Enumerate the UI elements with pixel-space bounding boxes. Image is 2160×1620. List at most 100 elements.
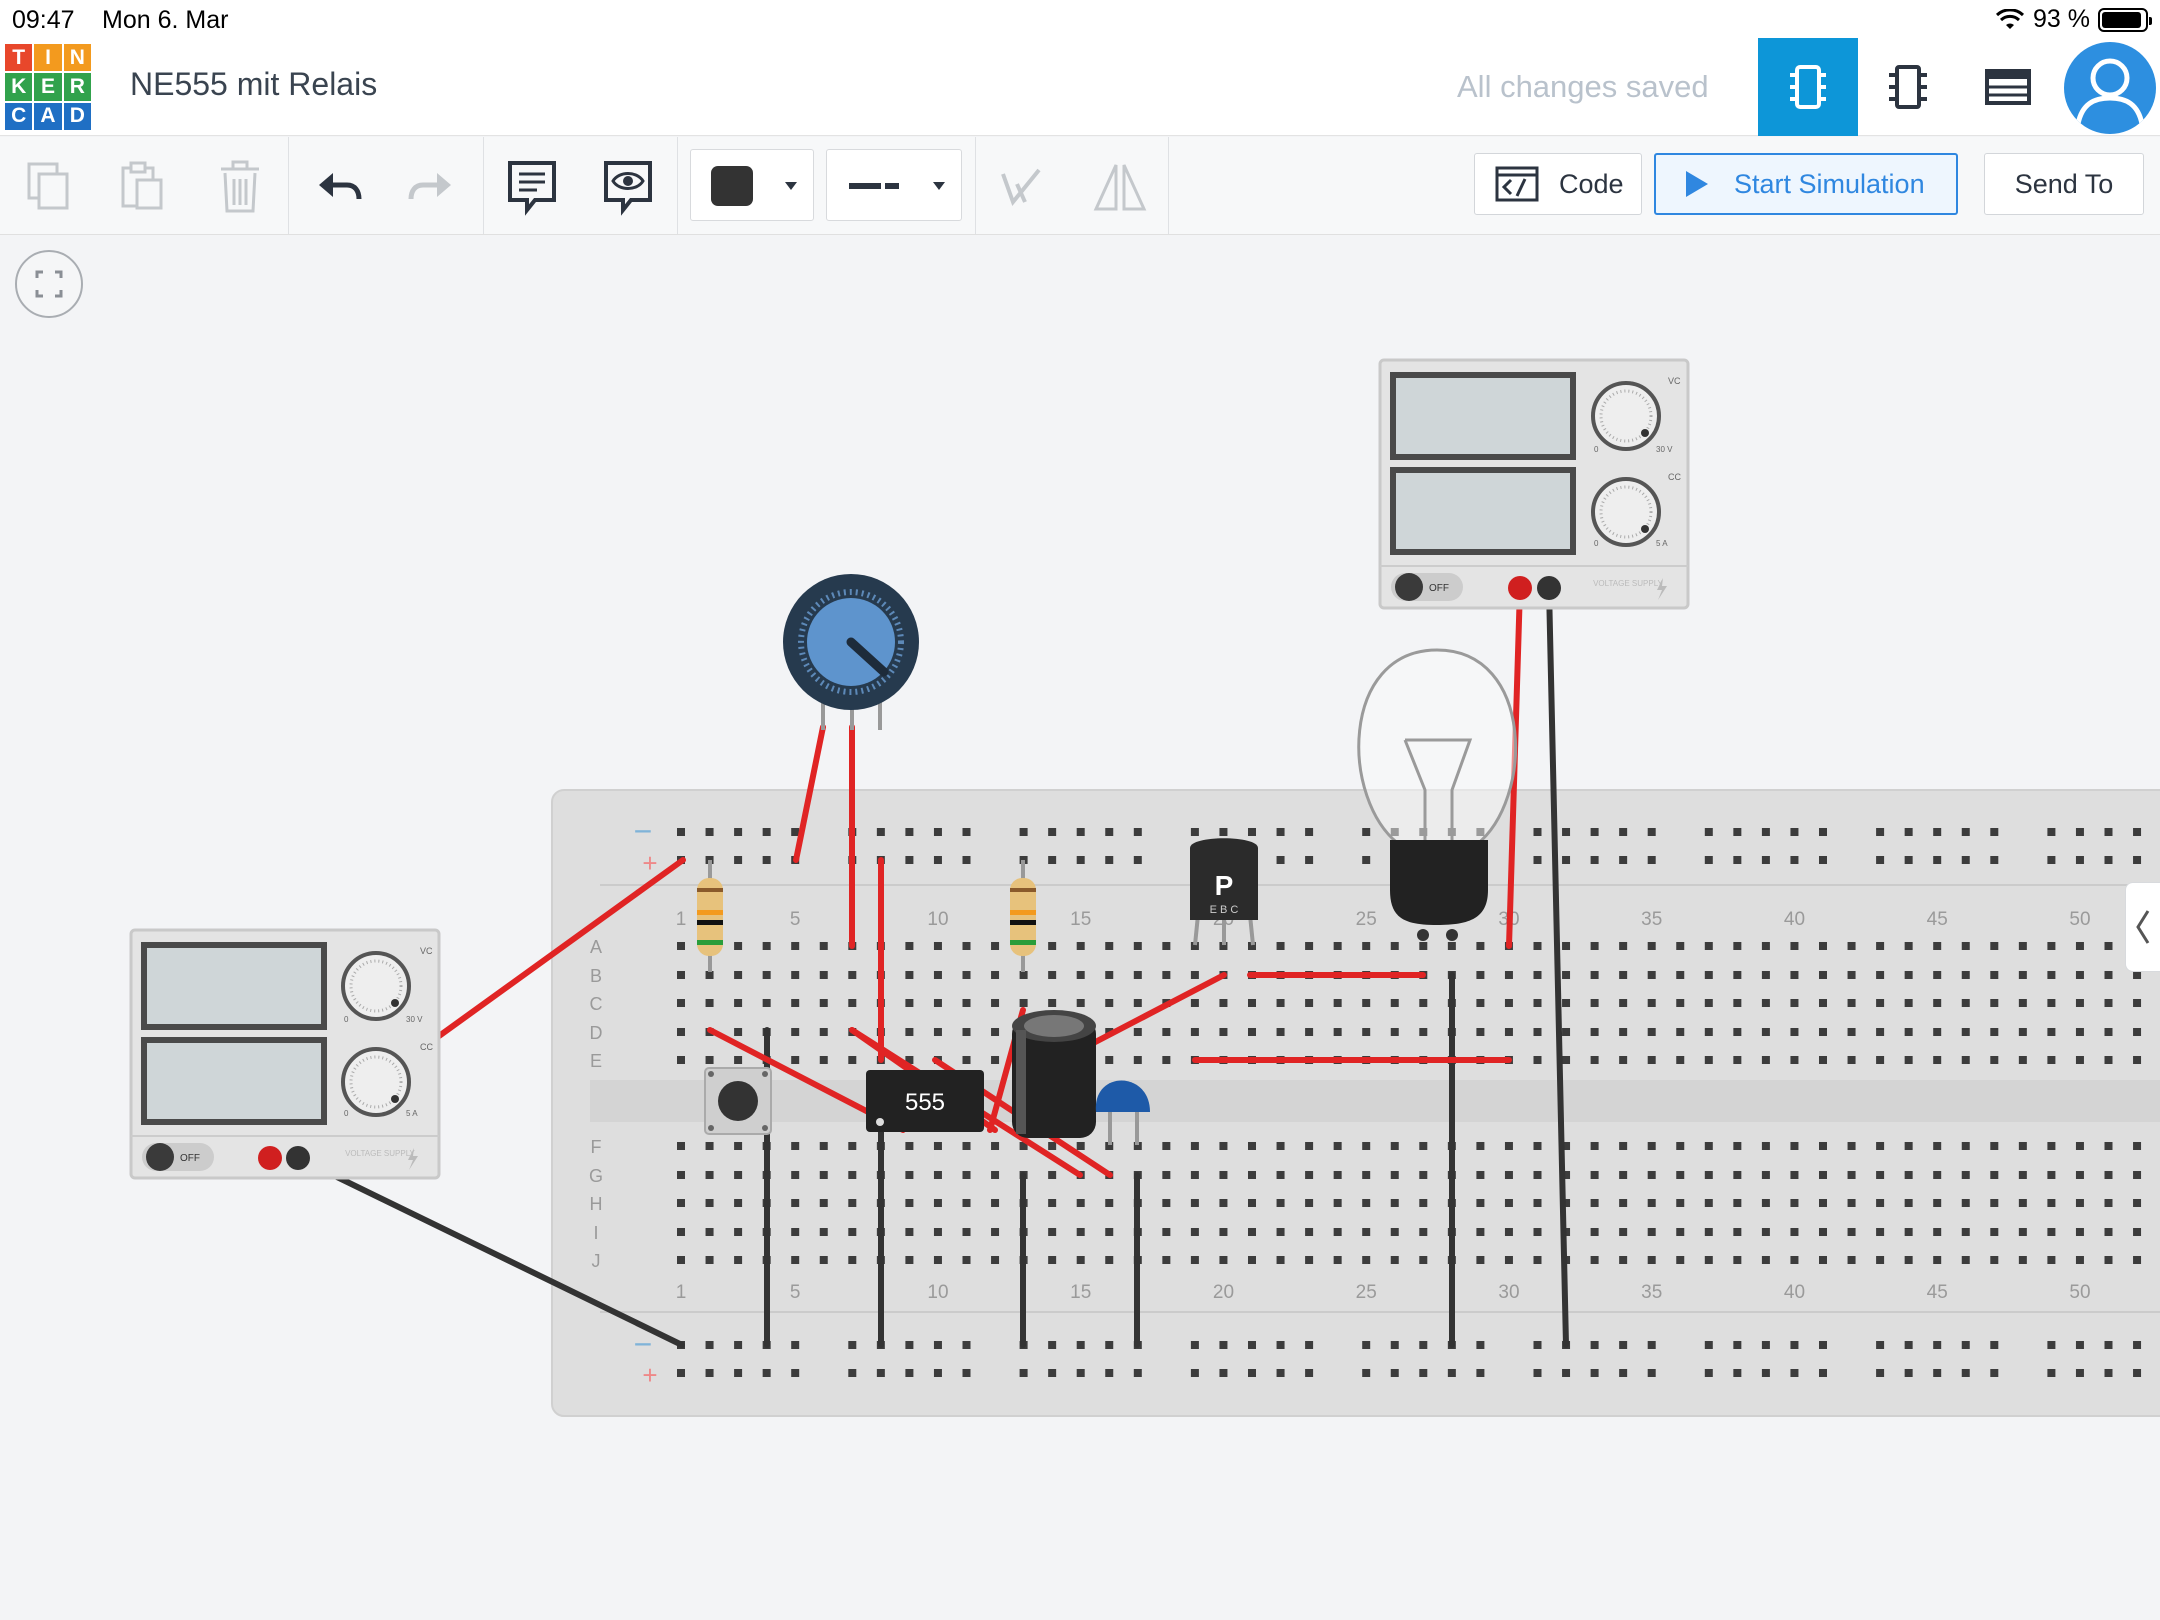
breadboard-hole[interactable] bbox=[2104, 1199, 2113, 1207]
breadboard-hole[interactable] bbox=[1790, 856, 1799, 864]
breadboard-hole[interactable] bbox=[1761, 1056, 1770, 1064]
breadboard-hole[interactable] bbox=[1362, 1199, 1371, 1207]
breadboard-hole[interactable] bbox=[791, 1228, 800, 1236]
breadboard-hole[interactable] bbox=[1790, 1228, 1799, 1236]
breadboard-hole[interactable] bbox=[2075, 1228, 2084, 1236]
breadboard-hole[interactable] bbox=[933, 828, 942, 836]
breadboard-hole[interactable] bbox=[1847, 1056, 1856, 1064]
breadboard-hole[interactable] bbox=[1733, 1028, 1742, 1036]
breadboard-hole[interactable] bbox=[1819, 1228, 1827, 1236]
breadboard-hole[interactable] bbox=[1790, 1199, 1799, 1207]
breadboard-hole[interactable] bbox=[1790, 1369, 1799, 1377]
breadboard-hole[interactable] bbox=[1362, 1028, 1371, 1036]
breadboard-hole[interactable] bbox=[933, 1256, 942, 1264]
breadboard-hole[interactable] bbox=[1704, 1028, 1713, 1036]
breadboard-hole[interactable] bbox=[962, 1142, 971, 1150]
breadboard-hole[interactable] bbox=[1961, 1028, 1970, 1036]
breadboard-hole[interactable] bbox=[1333, 1028, 1342, 1036]
breadboard-hole[interactable] bbox=[2104, 828, 2113, 836]
breadboard-hole[interactable] bbox=[933, 1171, 942, 1179]
breadboard-hole[interactable] bbox=[1847, 1199, 1856, 1207]
breadboard-hole[interactable] bbox=[1990, 828, 1999, 836]
breadboard-hole[interactable] bbox=[1562, 1171, 1571, 1179]
breadboard-hole[interactable] bbox=[1476, 999, 1485, 1007]
breadboard-hole[interactable] bbox=[1733, 1142, 1742, 1150]
breadboard-hole[interactable] bbox=[705, 1228, 714, 1236]
breadboard-hole[interactable] bbox=[991, 1256, 1000, 1264]
breadboard-hole[interactable] bbox=[1933, 1341, 1942, 1349]
breadboard-hole[interactable] bbox=[1562, 942, 1571, 950]
breadboard-hole[interactable] bbox=[848, 999, 857, 1007]
breadboard-hole[interactable] bbox=[2075, 1028, 2084, 1036]
delete-button[interactable] bbox=[210, 157, 270, 217]
breadboard-hole[interactable] bbox=[1248, 1199, 1256, 1207]
breadboard-hole[interactable] bbox=[2133, 1028, 2142, 1036]
breadboard-hole[interactable] bbox=[1048, 971, 1057, 979]
breadboard-hole[interactable] bbox=[1362, 1369, 1371, 1377]
breadboard-hole[interactable] bbox=[1961, 856, 1970, 864]
breadboard-hole[interactable] bbox=[734, 1256, 743, 1264]
breadboard-hole[interactable] bbox=[1562, 856, 1571, 864]
breadboard-hole[interactable] bbox=[1048, 1228, 1057, 1236]
breadboard-hole[interactable] bbox=[1933, 856, 1942, 864]
breadboard-hole[interactable] bbox=[1105, 1228, 1114, 1236]
breadboard-hole[interactable] bbox=[1733, 1341, 1742, 1349]
breadboard-hole[interactable] bbox=[705, 971, 714, 979]
breadboard-hole[interactable] bbox=[1419, 1369, 1428, 1377]
breadboard-hole[interactable] bbox=[1419, 1341, 1428, 1349]
breadboard-hole[interactable] bbox=[1276, 1369, 1285, 1377]
breadboard-hole[interactable] bbox=[1961, 828, 1970, 836]
breadboard-hole[interactable] bbox=[1190, 1142, 1199, 1150]
breadboard-hole[interactable] bbox=[962, 1228, 971, 1236]
breadboard-hole[interactable] bbox=[1248, 828, 1256, 836]
breadboard-hole[interactable] bbox=[905, 999, 914, 1007]
breadboard-hole[interactable] bbox=[1333, 999, 1342, 1007]
breadboard-hole[interactable] bbox=[1219, 1256, 1228, 1264]
breadboard-hole[interactable] bbox=[1105, 1199, 1114, 1207]
breadboard-hole[interactable] bbox=[1476, 1341, 1485, 1349]
breadboard-hole[interactable] bbox=[1276, 1199, 1285, 1207]
breadboard-hole[interactable] bbox=[1476, 942, 1485, 950]
breadboard-hole[interactable] bbox=[1876, 1199, 1885, 1207]
breadboard-hole[interactable] bbox=[1761, 828, 1770, 836]
breadboard-hole[interactable] bbox=[933, 1199, 942, 1207]
undo-button[interactable] bbox=[308, 157, 368, 217]
breadboard-hole[interactable] bbox=[1333, 1256, 1342, 1264]
breadboard-hole[interactable] bbox=[991, 1171, 1000, 1179]
breadboard-hole[interactable] bbox=[962, 942, 971, 950]
breadboard-hole[interactable] bbox=[905, 942, 914, 950]
breadboard-hole[interactable] bbox=[1790, 1028, 1799, 1036]
ic-555[interactable]: 555 bbox=[866, 1070, 984, 1132]
breadboard-hole[interactable] bbox=[2047, 1256, 2056, 1264]
breadboard-hole[interactable] bbox=[2018, 942, 2027, 950]
breadboard-hole[interactable] bbox=[1533, 1028, 1542, 1036]
breadboard-hole[interactable] bbox=[1619, 1341, 1628, 1349]
wire-type-dropdown[interactable] bbox=[826, 149, 962, 221]
breadboard-hole[interactable] bbox=[1933, 1028, 1942, 1036]
breadboard-hole[interactable] bbox=[1761, 999, 1770, 1007]
breadboard-hole[interactable] bbox=[848, 1142, 857, 1150]
breadboard-hole[interactable] bbox=[1790, 1142, 1799, 1150]
power-supply-right[interactable]: VC CC 0 30 V 0 5 A OFF VOLTAGE SUPPLY bbox=[1378, 358, 1690, 610]
breadboard-hole[interactable] bbox=[1676, 1256, 1685, 1264]
breadboard-hole[interactable] bbox=[2047, 1341, 2056, 1349]
breadboard-hole[interactable] bbox=[1961, 999, 1970, 1007]
breadboard-hole[interactable] bbox=[1619, 1228, 1628, 1236]
breadboard-hole[interactable] bbox=[933, 1228, 942, 1236]
breadboard-hole[interactable] bbox=[1933, 1256, 1942, 1264]
breadboard-hole[interactable] bbox=[1761, 1199, 1770, 1207]
breadboard-hole[interactable] bbox=[705, 999, 714, 1007]
breadboard-hole[interactable] bbox=[1876, 1341, 1885, 1349]
supply-positive-terminal[interactable] bbox=[258, 1146, 282, 1170]
breadboard-hole[interactable] bbox=[2018, 971, 2027, 979]
breadboard-hole[interactable] bbox=[1533, 1341, 1542, 1349]
breadboard-hole[interactable] bbox=[2047, 971, 2056, 979]
breadboard-hole[interactable] bbox=[1219, 1369, 1228, 1377]
breadboard-hole[interactable] bbox=[1876, 999, 1885, 1007]
breadboard-hole[interactable] bbox=[1590, 1056, 1599, 1064]
breadboard-hole[interactable] bbox=[791, 1028, 800, 1036]
breadboard-hole[interactable] bbox=[1105, 856, 1114, 864]
breadboard-hole[interactable] bbox=[1276, 999, 1285, 1007]
breadboard-hole[interactable] bbox=[1590, 1171, 1599, 1179]
